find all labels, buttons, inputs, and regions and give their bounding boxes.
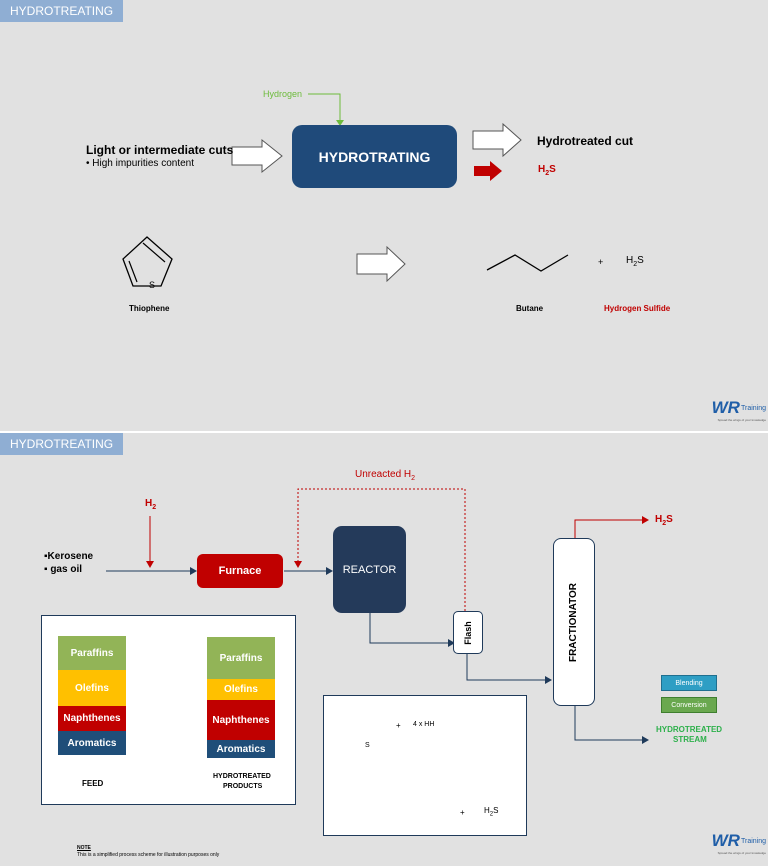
hydrogen-line <box>308 93 341 124</box>
logo-tagline: Spread the wings of your knowledge <box>717 851 766 855</box>
hydrogen-arrowhead <box>336 120 344 126</box>
flash-label: Flash <box>462 620 473 645</box>
fractionator-label: FRACTIONATOR <box>568 582 580 662</box>
products-label-line2: PRODUCTS <box>223 783 263 790</box>
feed-layer-olefins: Olefins <box>58 670 126 706</box>
product-arrow <box>472 122 522 158</box>
product-layer-aromatics: Aromatics <box>207 740 275 758</box>
thiophene-ring <box>122 236 173 287</box>
reaction-plus-2: + <box>460 808 465 817</box>
plus-sign: + <box>598 257 604 267</box>
hydrogen-sulfide-label: Hydrogen Sulfide <box>604 304 671 313</box>
reaction-arrow <box>356 245 406 283</box>
furnace-unit: Furnace <box>197 554 283 588</box>
reactor-unit: REACTOR <box>333 526 406 613</box>
hydrotreating-unit: HYDROTRATING <box>292 125 457 188</box>
butane-label: Butane <box>516 304 544 313</box>
h2s-label: H2S <box>538 164 556 177</box>
feed-layer-paraffins: Paraffins <box>58 636 126 670</box>
feed-arrow <box>231 138 283 174</box>
feed-layer-aromatics: Aromatics <box>58 731 126 755</box>
note-text: This is a simplified process scheme for … <box>77 852 220 858</box>
h2s-top-line <box>574 519 645 538</box>
feed-kerosene: ▪Kerosene <box>44 551 94 562</box>
slide1-graphics <box>122 93 569 287</box>
h2s-top-label: H2S <box>655 514 673 527</box>
wr-training-logo: WR Training Spread the wings of your kno… <box>700 831 766 855</box>
slide-hydrotreating-overview: HYDROTREATING Hydrogen Light or intermed… <box>0 0 768 431</box>
butane-structure <box>486 254 569 272</box>
hydrotreated-stream-line2: STREAM <box>673 735 707 744</box>
thiophene-label: Thiophene <box>129 304 170 313</box>
slide-tab: HYDROTREATING <box>0 0 124 22</box>
reaction-hydrogen: 4 x HH <box>413 721 435 728</box>
hydrotreated-stream-line1: HYDROTREATED <box>656 725 723 734</box>
feed-composition-label: FEED <box>82 779 104 788</box>
unreacted-h2-label: Unreacted H2 <box>355 469 416 482</box>
feed-layer-naphthenes: Naphthenes <box>58 706 126 731</box>
hydrogen-label: Hydrogen <box>263 89 303 99</box>
feed-title: Light or intermediate cuts <box>86 143 234 157</box>
wr-training-logo: WR Training Spread the wings of your kno… <box>700 398 766 422</box>
hydrotreated-stream-line <box>574 706 645 741</box>
logo-wr: WR <box>711 398 740 417</box>
h2-feed-label: H2 <box>145 498 157 511</box>
product-layer-naphthenes: Naphthenes <box>207 700 275 740</box>
product-layer-paraffins: Paraffins <box>207 637 275 679</box>
reaction-plus-1: + <box>396 721 401 730</box>
reaction-sulfur: S <box>365 742 370 749</box>
logo-wr: WR <box>711 831 740 850</box>
unreacted-h2-recycle <box>297 488 466 611</box>
conversion-box: Conversion <box>661 697 717 713</box>
slide-process-scheme: HYDROTREATING Unreac <box>0 433 768 866</box>
reaction-panel <box>323 695 527 836</box>
fractionator-column: FRACTIONATOR <box>553 538 595 706</box>
flash-drum: Flash <box>453 611 483 654</box>
products-label-line1: HYDROTREATED <box>213 773 271 780</box>
feed-gas-oil: ▪ gas oil <box>44 564 82 575</box>
thiophene-sulfur: S <box>149 280 156 290</box>
product-label: Hydrotreated cut <box>537 134 634 148</box>
reaction-h2s: H2S <box>484 806 499 818</box>
h2s-arrow <box>474 161 502 181</box>
product-layer-olefins: Olefins <box>207 679 275 700</box>
logo-training: Training <box>740 404 766 412</box>
h2s-product: H2S <box>626 255 644 268</box>
logo-training: Training <box>740 837 766 845</box>
logo-tagline: Spread the wings of your knowledge <box>717 418 766 422</box>
feed-bullet: • High impurities content <box>86 158 194 169</box>
slide-tab: HYDROTREATING <box>0 433 124 455</box>
reactor-to-flash-line <box>369 613 451 644</box>
note-title: NOTE <box>77 845 91 851</box>
flash-to-fractionator-line <box>466 654 548 681</box>
blending-box: Blending <box>661 675 717 691</box>
